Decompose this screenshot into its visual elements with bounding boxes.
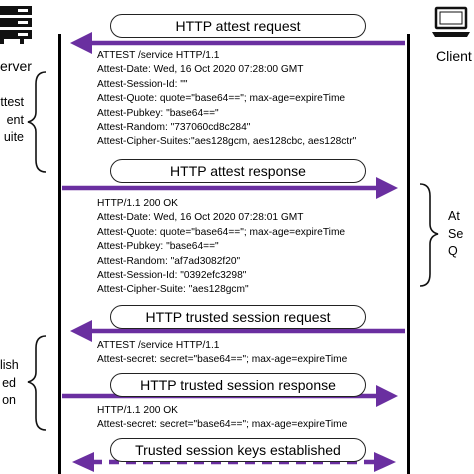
header-line: Attest-Cipher-Suite: "aes128gcm" — [97, 284, 249, 296]
step-title-attest-response: HTTP attest response — [110, 159, 366, 183]
step-title-session-response: HTTP trusted session response — [110, 373, 366, 397]
server-label: erver — [0, 58, 32, 74]
step-title-attest-request: HTTP attest request — [110, 14, 366, 38]
header-line: Attest-Session-Id: "" — [97, 78, 188, 90]
laptop-icon — [431, 6, 471, 40]
header-line: Attest-secret: secret="base64=="; max-ag… — [97, 354, 348, 366]
arrowhead-left — [72, 452, 94, 472]
header-line: Attest-Date: Wed, 16 Oct 2020 07:28:01 G… — [97, 212, 304, 224]
header-line: HTTP/1.1 200 OK — [97, 405, 178, 416]
header-line: ATTEST /service HTTP/1.1 — [97, 340, 220, 351]
client-label: Client — [436, 48, 472, 64]
arrowhead-right — [376, 385, 398, 407]
header-line: Attest-Pubkey: "base64==" — [97, 107, 219, 119]
message-session-request: ATTEST /service HTTP/1.1 Attest-secret: … — [97, 339, 347, 368]
note-line: Se — [448, 226, 464, 241]
header-line: Attest-Random: "737060cd8c284" — [97, 122, 251, 134]
note-line: uite — [3, 130, 24, 144]
note-line: ttest — [0, 95, 24, 109]
server-icon — [0, 4, 36, 44]
header-line: Attest-Pubkey: "base64==" — [97, 241, 219, 253]
note-line: ed — [2, 375, 16, 390]
note-attest-group: ttest ent uite — [0, 94, 24, 147]
message-attest-response: HTTP/1.1 200 OK Attest-Date: Wed, 16 Oct… — [97, 197, 345, 298]
note-line: At — [448, 209, 460, 223]
note-line: Q — [448, 244, 458, 258]
header-line: Attest-Session-Id: "0392efc3298" — [97, 270, 247, 282]
header-line: Attest-secret: secret="base64=="; max-ag… — [97, 419, 348, 431]
header-line: ATTEST /service HTTP/1.1 — [97, 50, 220, 61]
note-line: ent — [6, 112, 24, 127]
note-line: lish — [0, 358, 19, 372]
step-title-keys-established: Trusted session keys established — [110, 438, 366, 462]
header-line: Attest-Quote: quote="base64=="; max-age=… — [97, 93, 346, 105]
arrowhead-left — [70, 320, 92, 342]
header-line: Attest-Cipher-Suites:"aes128gcm, aes128c… — [97, 136, 357, 148]
message-attest-request: ATTEST /service HTTP/1.1 Attest-Date: We… — [97, 49, 356, 150]
header-line: Attest-Random: "af7ad3082f20" — [97, 255, 241, 267]
note-establish-group: lish ed on — [0, 357, 19, 410]
arrowhead-left — [70, 32, 92, 54]
client-lifeline — [407, 34, 410, 474]
message-session-response: HTTP/1.1 200 OK Attest-secret: secret="b… — [97, 404, 347, 433]
header-line: Attest-Quote: quote="base64=="; max-age=… — [97, 226, 346, 238]
arrowhead-right — [376, 177, 398, 199]
step-title-session-request: HTTP trusted session request — [110, 305, 366, 329]
left-brace-establish — [27, 335, 47, 431]
right-brace-response — [419, 183, 439, 287]
note-response-group: At Se Q — [448, 208, 463, 261]
header-line: Attest-Date: Wed, 16 Oct 2020 07:28:00 G… — [97, 64, 304, 76]
header-line: HTTP/1.1 200 OK — [97, 198, 178, 209]
arrowhead-right — [374, 452, 396, 472]
note-line: on — [2, 393, 16, 407]
left-brace-attest — [27, 71, 47, 173]
server-lifeline — [58, 34, 61, 474]
